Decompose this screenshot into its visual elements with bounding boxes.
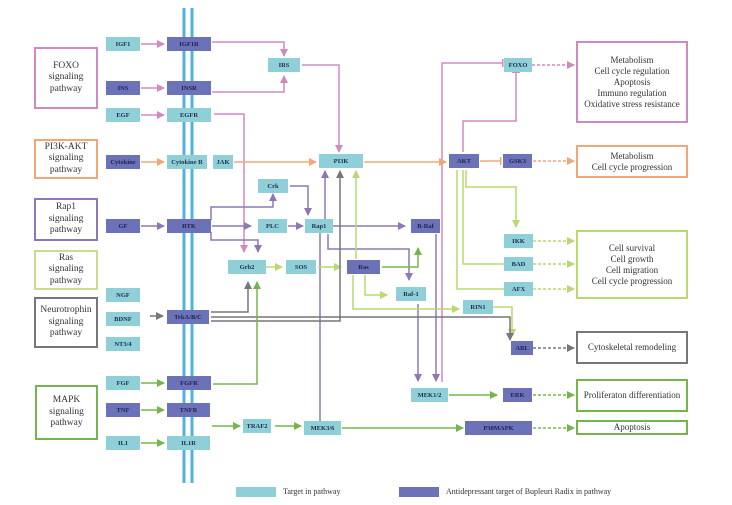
node-crk: Crk [258, 179, 288, 193]
neurotrophin-edges [150, 170, 575, 352]
node-ngf: NGF [106, 288, 140, 302]
pathway-box-pi3k-akt: PI3K-AKT signaling pathway [34, 139, 98, 179]
node-fgfr: FGFR [167, 376, 211, 390]
outcome-box-gsk3: Metabolism Cell cycle progression [576, 145, 688, 178]
node-tnfr: TNFR [167, 403, 210, 417]
node-jak: JAK [213, 155, 233, 169]
outcome-box-apoptosis: Apoptosis [576, 420, 688, 435]
node-insr: INSR [167, 81, 211, 95]
node-ikk: IKK [504, 234, 533, 248]
node-il1: IL1 [106, 436, 140, 450]
legend-label-antidepressant: Antidepressant target of Bupleuri Radix … [446, 487, 612, 496]
node-erk: ERK [503, 388, 532, 402]
pathway-box-neurotrophin: Neurotrophin signaling pathway [34, 297, 98, 348]
node-afx: AFX [504, 282, 533, 296]
pathway-box-foxo: FOXO signaling pathway [34, 47, 98, 109]
node-abl: ABL [511, 341, 533, 355]
outcome-box-foxo: Metabolism Cell cycle regulation Apoptos… [576, 41, 688, 123]
node-ins: INS [106, 81, 140, 95]
node-egfr: EGFR [167, 108, 211, 122]
mapk-edges [141, 247, 575, 447]
node-mek3-6: MEK3/6 [304, 421, 341, 435]
pathway-box-ras: Ras signaling pathway [34, 250, 98, 290]
node-irs: IRS [268, 58, 300, 72]
node-rap1: Rap1 [305, 219, 333, 233]
node-il1r: IL1R [167, 436, 210, 450]
node-sos: SOS [286, 260, 316, 274]
node-cytokine: Cytokine [106, 155, 140, 169]
node-pi3k: PI3K [319, 154, 363, 168]
pathway-box-rap1: Rap1 signaling pathway [34, 198, 98, 241]
node-mek1-2: MEK1/2 [411, 388, 448, 402]
node-tnf: TNF [106, 403, 140, 417]
outcome-box-cell-survival: Cell survival Cell growth Cell migration… [576, 230, 688, 299]
node-ras: Ras [347, 260, 380, 274]
node-raf-1: Raf-1 [396, 287, 426, 301]
node-b-raf: B-Raf [411, 219, 440, 233]
node-igf1r: IGF1R [167, 37, 211, 51]
node-traf2: TRAF2 [243, 419, 271, 433]
node-grb2: Grb2 [228, 260, 266, 274]
node-akt: AKT [449, 154, 479, 168]
node-rtk: RTK [167, 219, 211, 233]
rap1-edges [141, 170, 440, 429]
foxo-edges [141, 40, 575, 382]
node-foxo: FOXO [504, 58, 532, 72]
outcome-box-cytoskeletal: Cytoskeletal remodeling [576, 331, 688, 364]
node-igf1: IGF1 [106, 37, 140, 51]
node-rin1: RIN1 [463, 300, 493, 314]
node-egf: EGF [106, 108, 140, 122]
node-cytokine-r: Cytokine R [167, 155, 207, 169]
node-trka-b-c: TrkA/B/C [167, 310, 209, 324]
ras-edges [266, 170, 575, 337]
legend-swatch-antidepressant [399, 487, 439, 497]
node-nt3-4: NT3/4 [106, 337, 140, 351]
node-gsk3: GSK3 [503, 154, 532, 168]
node-bad: BAD [504, 257, 533, 271]
node-bdnf: BDNF [106, 312, 140, 326]
node-fgf: FGF [106, 376, 140, 390]
pathway-box-mapk: MAPK signaling pathway [35, 385, 98, 440]
legend-label-target: Target in pathway [283, 487, 341, 496]
legend-swatch-target [236, 487, 276, 497]
pi3k-akt-edges [141, 157, 575, 166]
node-p38mapk: P38MAPK [465, 421, 532, 435]
node-plc: PLC [258, 219, 287, 233]
node-gf: GF [106, 219, 140, 233]
outcome-box-proliferation: Proliferaton differentiation [576, 379, 688, 412]
